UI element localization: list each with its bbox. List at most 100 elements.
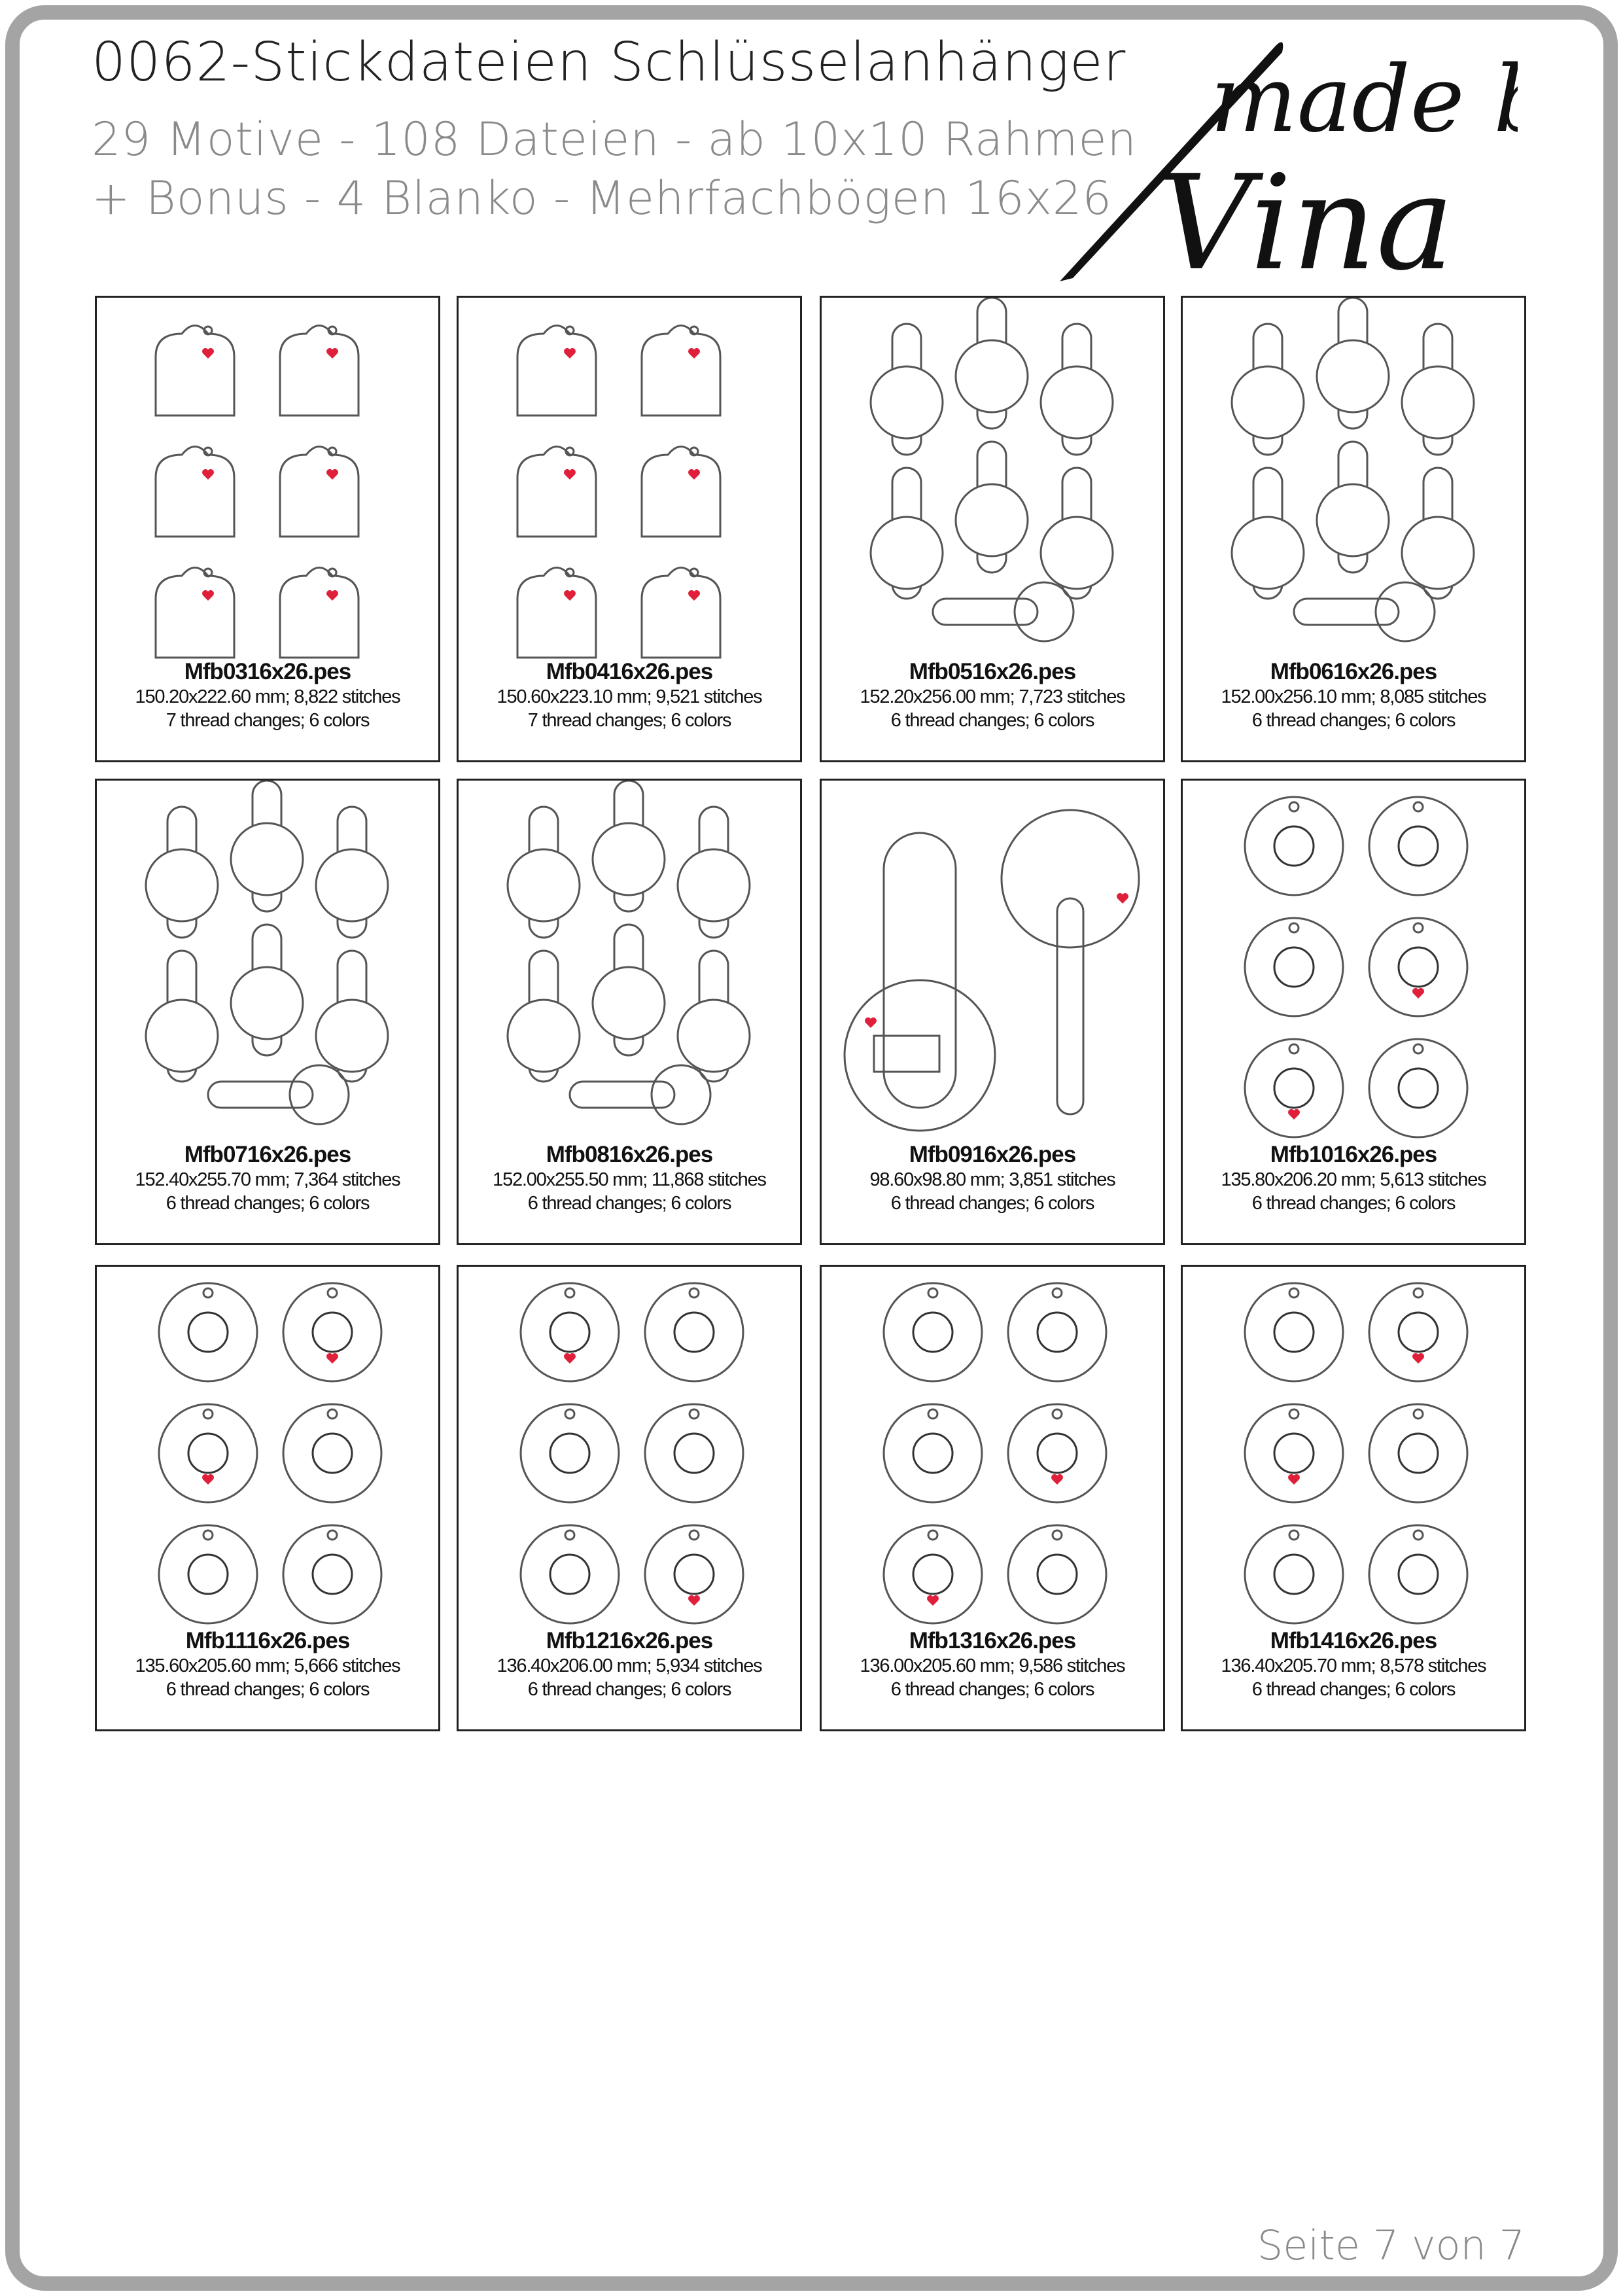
hole bbox=[564, 1287, 576, 1299]
design-preview bbox=[158, 1282, 383, 1625]
motif-icon bbox=[1036, 1432, 1078, 1474]
design-preview bbox=[154, 325, 360, 659]
hole bbox=[326, 1287, 338, 1299]
fob-circle bbox=[1374, 581, 1436, 643]
hole bbox=[1288, 1529, 1300, 1541]
hole bbox=[565, 446, 575, 457]
fob-circle bbox=[1368, 796, 1469, 896]
heart-icon bbox=[927, 1595, 939, 1606]
design-size: 152.00x255.50 mm; 11,868 stitches bbox=[493, 1169, 767, 1190]
fob-circle bbox=[1401, 365, 1475, 440]
design-threads: 6 thread changes; 6 colors bbox=[890, 1193, 1095, 1214]
motif-icon bbox=[673, 1432, 715, 1474]
key-tag-outline bbox=[516, 325, 597, 417]
heart-icon bbox=[564, 348, 576, 359]
hole bbox=[1412, 1287, 1424, 1299]
design-preview bbox=[882, 1282, 1108, 1625]
fob-circle bbox=[158, 1282, 258, 1383]
fob-circle bbox=[519, 1282, 620, 1383]
heart-icon bbox=[1051, 1474, 1063, 1485]
strap-outline bbox=[1056, 897, 1085, 1116]
heart-icon bbox=[326, 590, 338, 601]
fob-circle bbox=[315, 848, 389, 923]
fob-circle bbox=[644, 1524, 744, 1625]
fob-circle bbox=[1007, 1524, 1108, 1625]
hole bbox=[326, 1529, 338, 1541]
heart-icon bbox=[688, 348, 700, 359]
hole bbox=[1412, 1408, 1424, 1420]
heart-icon bbox=[326, 469, 338, 480]
heart-icon bbox=[202, 469, 214, 480]
design-threads: 7 thread changes; 6 colors bbox=[166, 710, 370, 731]
motif-icon bbox=[1397, 825, 1439, 867]
fob-circle bbox=[869, 516, 944, 590]
motif-icon bbox=[912, 1553, 954, 1595]
hole bbox=[688, 1287, 700, 1299]
hole bbox=[688, 1529, 700, 1541]
motif-icon bbox=[311, 1432, 353, 1474]
hole bbox=[202, 1529, 214, 1541]
design-filename: Mfb0816x26.pes bbox=[546, 1142, 713, 1167]
hole bbox=[689, 567, 699, 578]
fob-circle bbox=[230, 822, 304, 896]
design-threads: 6 thread changes; 6 colors bbox=[527, 1679, 732, 1700]
design-filename: Mfb0516x26.pes bbox=[909, 659, 1076, 684]
fob-circle bbox=[644, 1403, 744, 1504]
motif-icon bbox=[187, 1553, 229, 1595]
fob-circle bbox=[954, 339, 1029, 414]
design-filename: Mfb0316x26.pes bbox=[184, 659, 351, 684]
hole bbox=[1051, 1408, 1063, 1420]
hole bbox=[203, 446, 213, 457]
fob-circle bbox=[1368, 1038, 1469, 1139]
heart-icon bbox=[1288, 1474, 1300, 1485]
motif-icon bbox=[1273, 1432, 1315, 1474]
fob-circle bbox=[315, 998, 389, 1073]
motif-icon bbox=[1397, 1432, 1439, 1474]
design-size: 135.80x206.20 mm; 5,613 stitches bbox=[1221, 1169, 1487, 1190]
hole bbox=[1288, 1043, 1300, 1055]
fob-circle bbox=[506, 848, 581, 923]
fob-circle bbox=[158, 1403, 258, 1504]
fob-circle bbox=[1039, 516, 1114, 590]
heart-icon bbox=[564, 469, 576, 480]
hole bbox=[689, 325, 699, 336]
made-by-vina-logo: made by Vina bbox=[1060, 42, 1518, 288]
key-tag-outline bbox=[640, 567, 722, 659]
hole bbox=[202, 1408, 214, 1420]
key-tag-outline bbox=[154, 446, 236, 538]
design-size: 98.60x98.80 mm; 3,851 stitches bbox=[869, 1169, 1115, 1190]
design-preview bbox=[506, 781, 751, 1125]
key-tag-outline bbox=[640, 325, 722, 417]
fob-circle bbox=[1230, 516, 1305, 590]
svg-text:made by: made by bbox=[1210, 46, 1518, 153]
hole bbox=[1051, 1529, 1063, 1541]
fob-circle bbox=[1244, 796, 1344, 896]
motif-icon bbox=[187, 1432, 229, 1474]
motif-icon bbox=[549, 1432, 591, 1474]
fob-circle bbox=[676, 848, 751, 923]
motif-icon bbox=[187, 1311, 229, 1353]
motif-icon bbox=[1273, 946, 1315, 988]
motif-icon bbox=[1273, 825, 1315, 867]
design-filename: Mfb1316x26.pes bbox=[909, 1628, 1076, 1653]
heart-icon bbox=[865, 1017, 877, 1028]
fob-circle bbox=[282, 1282, 383, 1383]
heart-icon bbox=[1412, 1353, 1424, 1364]
design-preview bbox=[843, 809, 1140, 1132]
design-size: 150.20x222.60 mm; 8,822 stitches bbox=[135, 686, 401, 707]
hole bbox=[1051, 1287, 1063, 1299]
motif-icon bbox=[1273, 1067, 1315, 1109]
strap-outline bbox=[882, 832, 957, 1109]
